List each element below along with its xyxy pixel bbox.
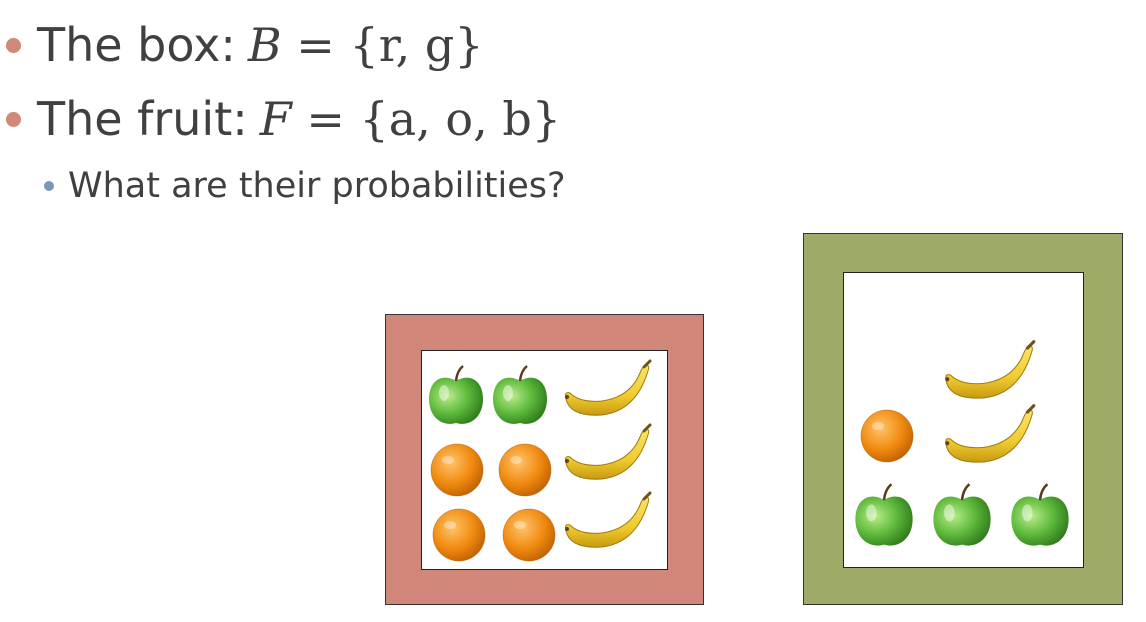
box-equals: = [296,18,335,72]
sub-bullet: What are their probabilities? [44,166,566,206]
orange-icon [430,506,488,564]
banana-icon [560,491,656,557]
banana-icon [560,359,656,425]
orange-icon [500,506,558,564]
banana-icon [560,423,656,489]
sub-bullet-text: What are their probabilities? [68,166,566,206]
fruit-set-formula: F = {a, o, b} [260,92,561,146]
green-box-interior [843,272,1084,568]
apple-icon [490,363,550,429]
apple-icon [1008,481,1072,551]
bullet-dot-icon [6,37,21,53]
box-set-formula: B = {r, g} [248,18,484,72]
orange-icon [496,441,554,499]
bullet-fruit-label: The fruit: [37,92,248,146]
bullet-fruit: The fruit: F = {a, o, b} [6,92,561,146]
apple-icon [852,481,916,551]
orange-icon [858,407,916,465]
apple-icon [426,363,486,429]
box-var: B [247,18,282,72]
orange-icon [428,441,486,499]
banana-icon [940,403,1040,473]
fruit-var: F [259,92,292,146]
fruit-equals: = [306,92,345,146]
banana-icon [940,339,1040,409]
red-box [385,314,704,605]
box-set: {r, g} [349,18,484,72]
bullet-box-label: The box: [37,18,236,72]
apple-icon [930,481,994,551]
sub-bullet-dot-icon [44,181,54,191]
bullet-box: The box: B = {r, g} [6,18,484,72]
bullet-dot-icon [6,111,21,127]
fruit-set: {a, o, b} [359,92,562,146]
green-box [803,233,1123,605]
red-box-interior [421,350,668,570]
